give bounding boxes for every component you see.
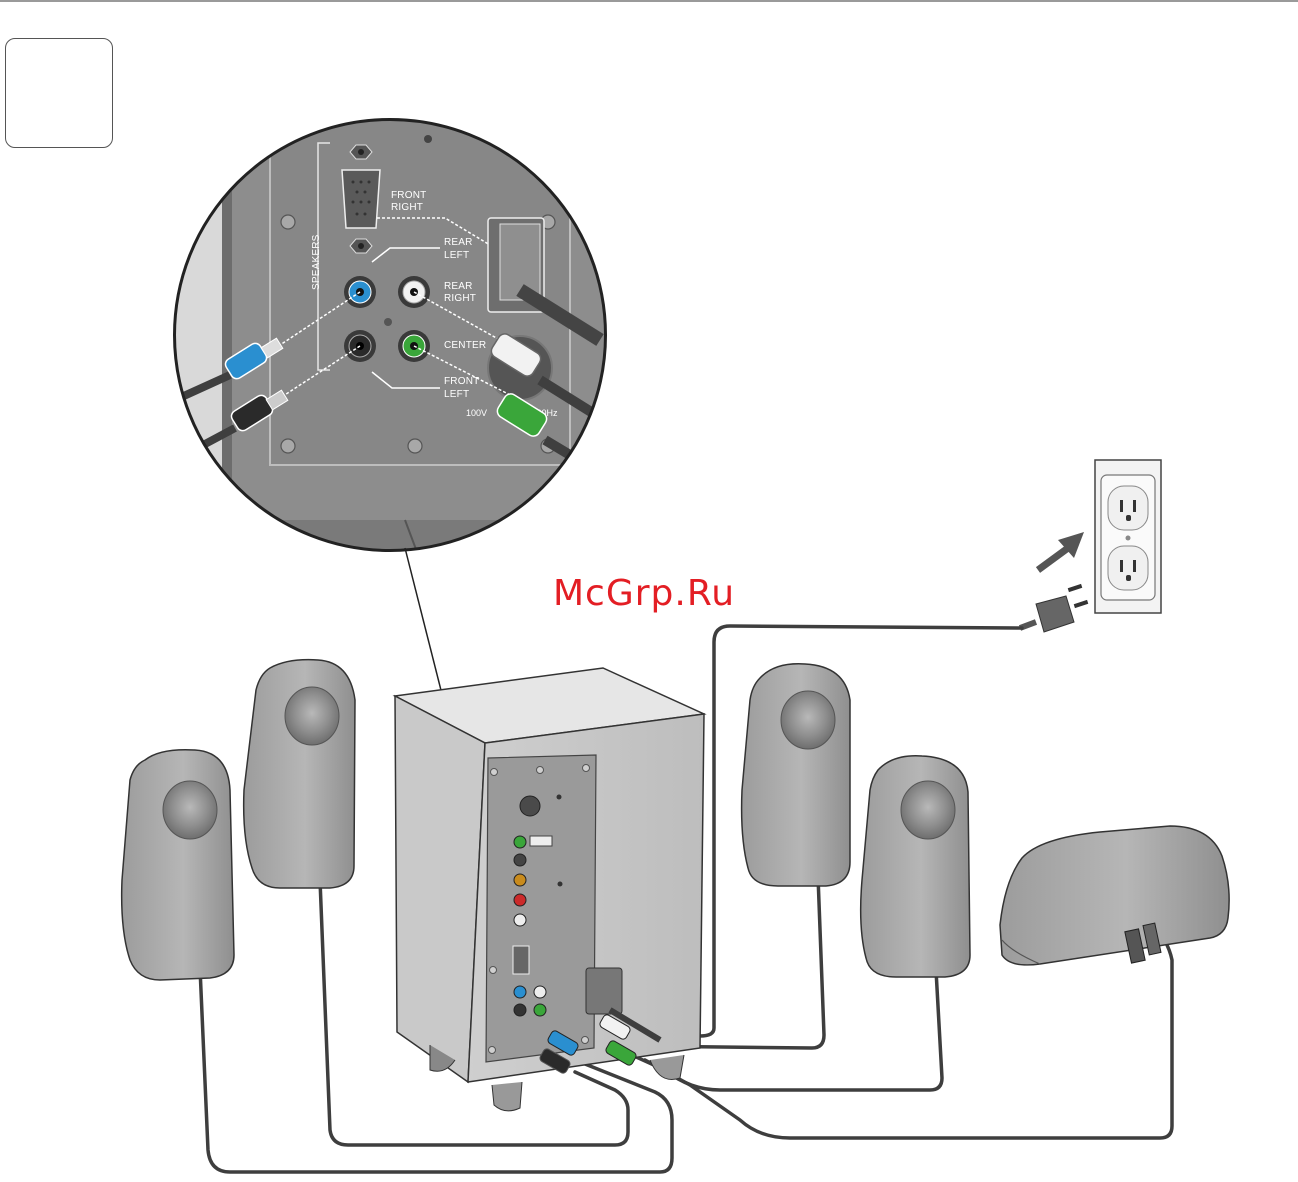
front-right-port [342,170,380,228]
watermark-text: McGrp.Ru [553,573,735,614]
front-right-label-1: FRONT [391,190,426,201]
speaker-rear-left [122,750,234,980]
rear-left-label-2: LEFT [444,250,469,261]
rear-left-label-1: REAR [444,237,473,248]
rear-right-label-1: REAR [444,281,473,292]
center-label: CENTER [444,340,486,351]
arrow-icon [1038,532,1084,570]
front-left-label-1: FRONT [444,376,479,387]
speaker-center [1000,826,1229,965]
speakers-group-label: SPEAKERS [311,234,322,290]
speaker-front-left [244,660,355,888]
rear-right-label-2: RIGHT [444,293,476,304]
front-right-label-2: RIGHT [391,202,423,213]
voltage-label-left: 100V [466,408,487,418]
wall-outlet-icon [1095,460,1161,613]
speaker-front-right [742,664,850,886]
power-plug-icon [1020,584,1088,632]
front-left-label-2: LEFT [444,389,469,400]
speaker-rear-right [861,756,970,977]
subwoofer [395,668,704,1111]
